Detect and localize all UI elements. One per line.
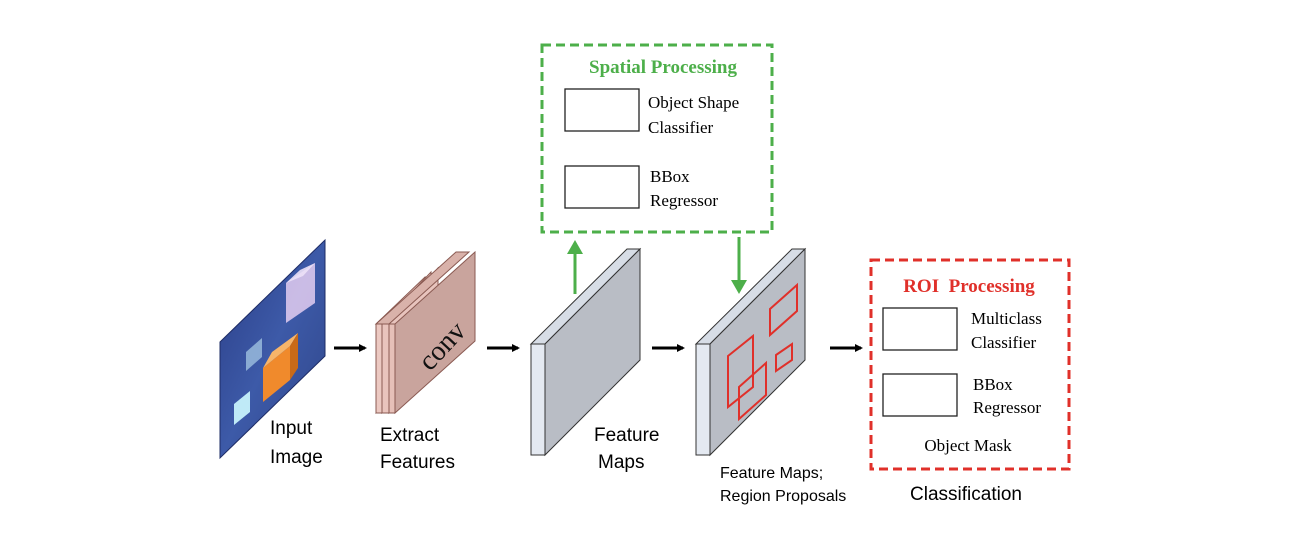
spatial-item-2-line2: Regressor — [650, 191, 718, 210]
input-image-label-line1: Input — [270, 418, 313, 439]
roi-item-2-line1: BBox — [973, 375, 1013, 394]
spatial-item-box-1 — [564, 88, 640, 132]
feature-maps-block — [529, 247, 642, 457]
roi-footer-object-mask: Object Mask — [924, 436, 1012, 455]
roi-item-1-line1: Multiclass — [971, 309, 1042, 328]
region-proposals-label-line1: Feature Maps; — [720, 465, 823, 482]
region-proposal-2 — [775, 342, 793, 373]
region-proposal-4 — [738, 360, 767, 422]
region-proposals-label-line2: Region Proposals — [720, 488, 846, 505]
extract-features-label-line1: Extract — [380, 425, 440, 446]
roi-item-2-line2: Regressor — [973, 398, 1041, 417]
roi-item-box-1 — [882, 307, 958, 351]
spatial-item-1-line2: Classifier — [648, 118, 713, 137]
region-proposals-block — [694, 247, 807, 457]
feature-maps-label-line1: Feature — [594, 425, 659, 446]
feature-maps-label-line2: Maps — [598, 452, 644, 473]
spatial-item-2-line1: BBox — [650, 167, 690, 186]
input-object-orange — [263, 346, 290, 402]
extract-features-label-line2: Features — [380, 452, 455, 473]
roi-item-1-line2: Classifier — [971, 333, 1036, 352]
input-image-label-line2: Image — [270, 447, 323, 468]
region-proposal-1 — [769, 282, 798, 338]
input-object-cyan — [234, 391, 250, 425]
region-proposal-3 — [727, 333, 754, 410]
input-object-small — [246, 338, 262, 371]
spatial-processing-title: Spatial Processing — [589, 57, 737, 78]
classification-label: Classification — [910, 484, 1022, 505]
spatial-processing-panel: Spatial Processing Object Shape Classifi… — [540, 43, 774, 234]
conv-block — [374, 250, 476, 415]
roi-item-box-2 — [882, 373, 958, 417]
spatial-item-box-2 — [564, 165, 640, 209]
input-image — [219, 238, 326, 460]
roi-processing-panel: ROI Processing Multiclass Classifier BBo… — [869, 258, 1071, 471]
spatial-item-1-line1: Object Shape — [648, 93, 739, 112]
roi-processing-title: ROI Processing — [903, 276, 1035, 297]
